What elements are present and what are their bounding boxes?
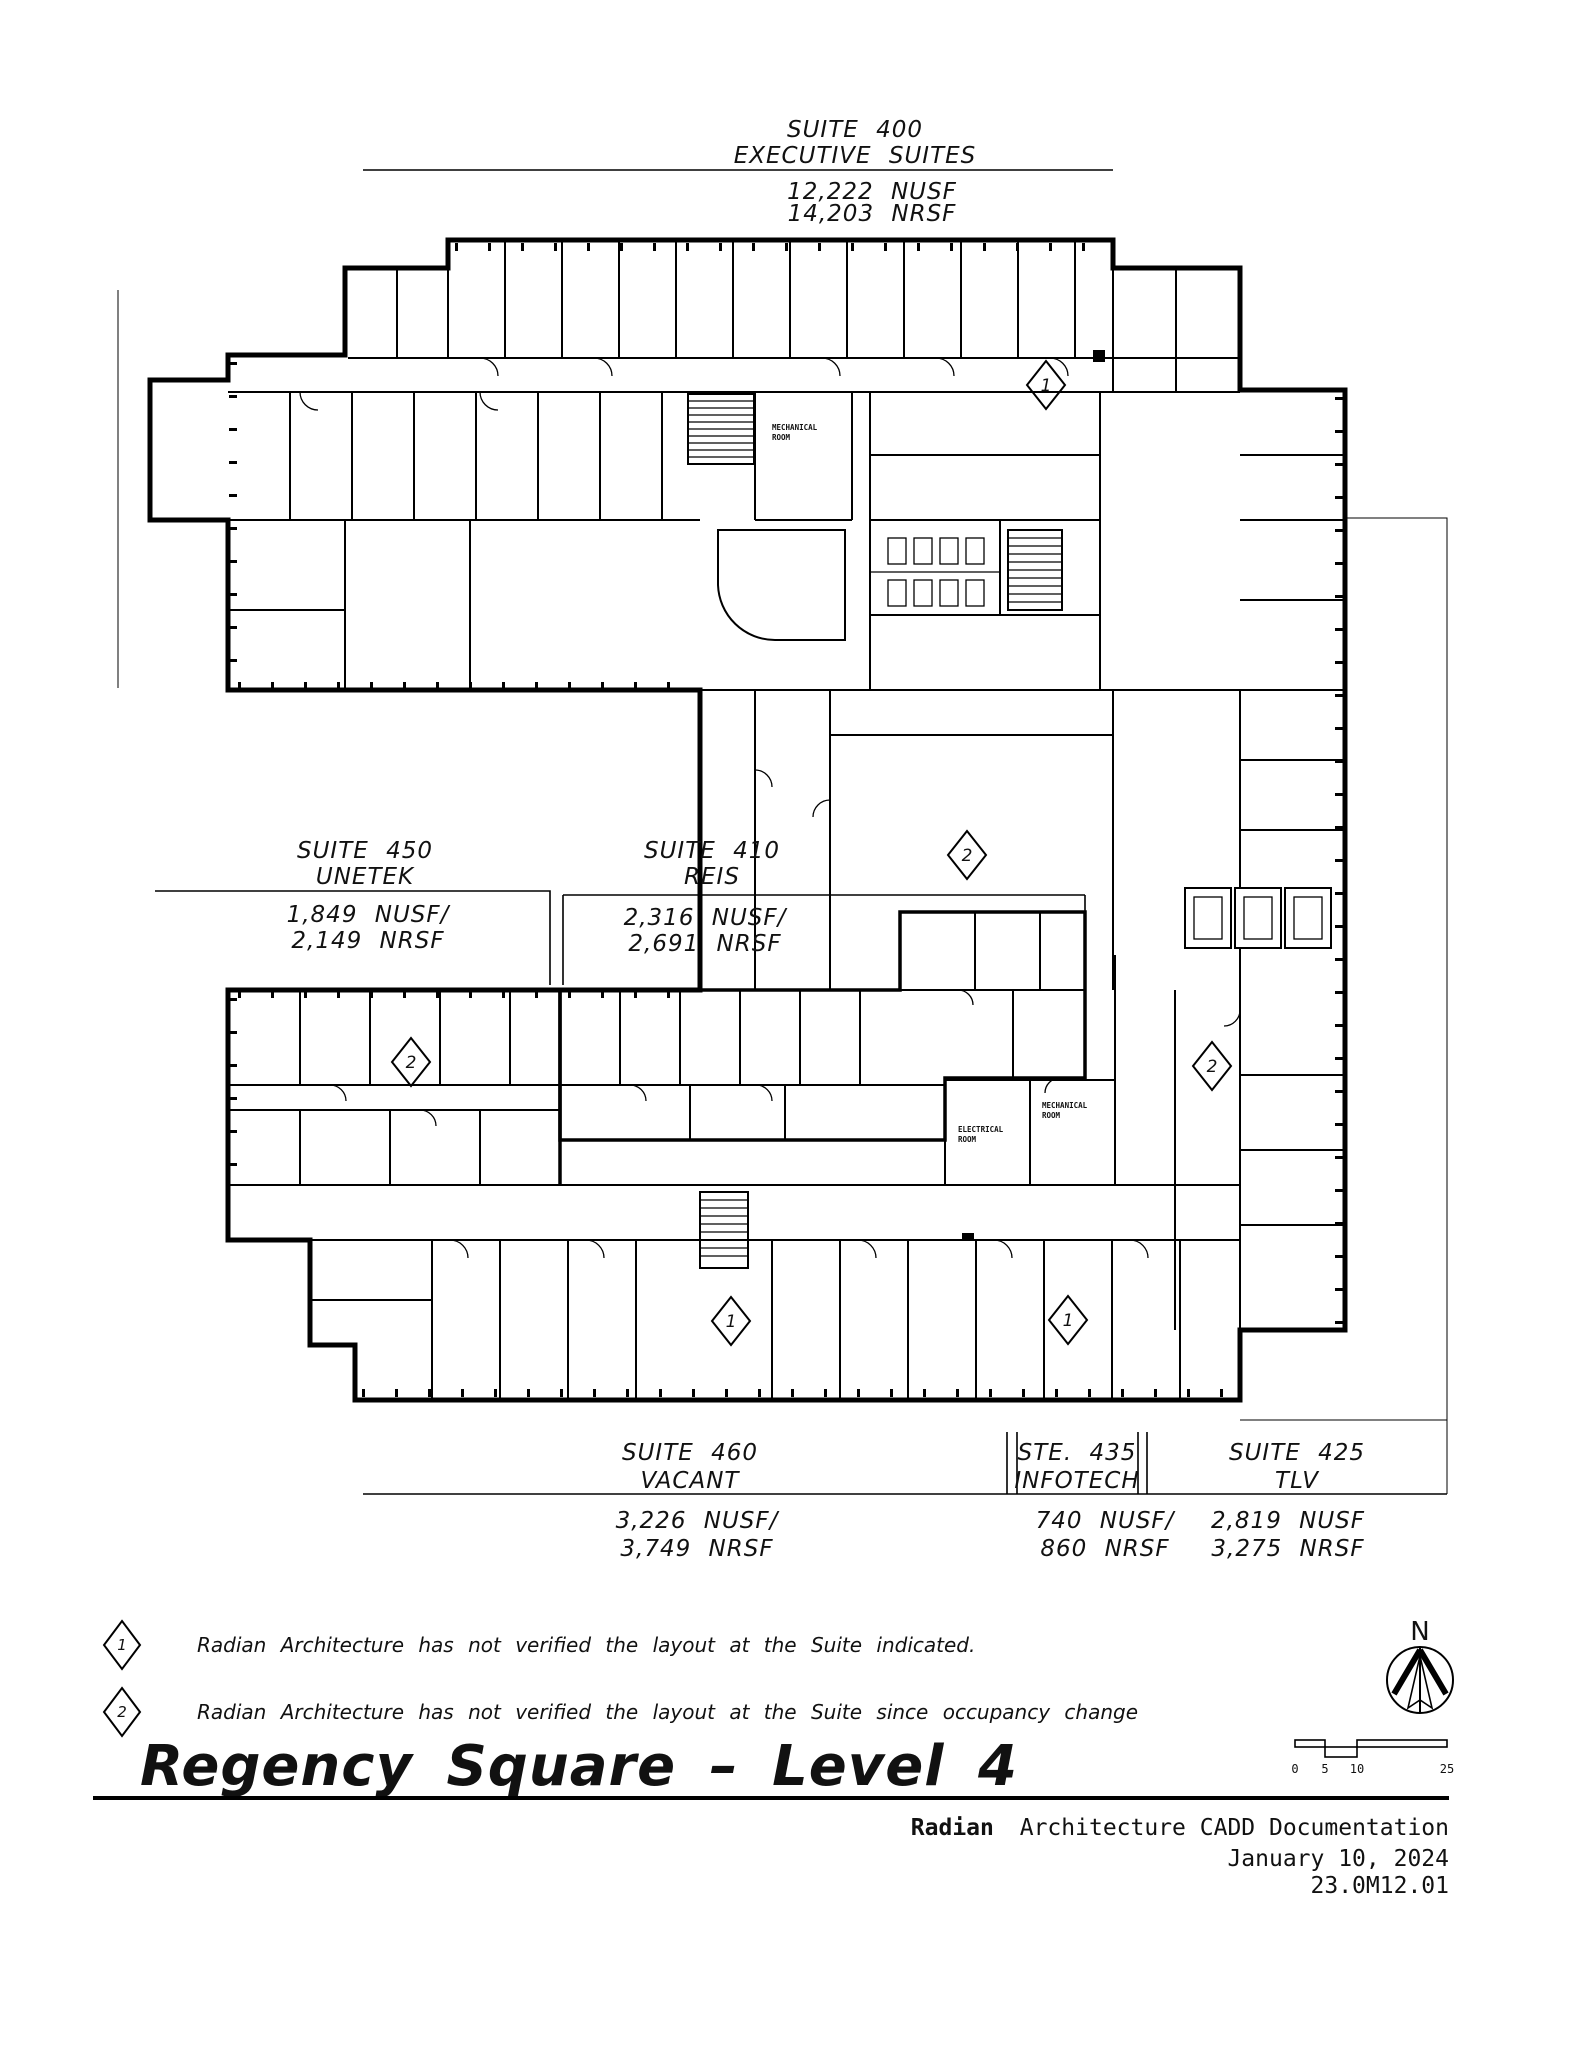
keynote-marker-number: 2	[1207, 1057, 1218, 1077]
keynote-marker-number: 2	[406, 1053, 417, 1073]
keynote-marker-1: 1	[1025, 359, 1067, 411]
suite-410-highlight	[558, 910, 1087, 1142]
suite-435-nrsf: 860 NRSF	[1040, 1536, 1169, 1562]
scale-tick-0: 0	[1291, 1762, 1298, 1776]
suite-425-label: SUITE 425 TLV 2,819 NUSF 3,275 NRSF	[1211, 1440, 1365, 1562]
firm-name: Radian	[911, 1815, 994, 1841]
legend-marker-1: 1	[102, 1619, 142, 1671]
suite-410-highlight-region	[558, 910, 1087, 1142]
suite-425-tenant: TLV	[1275, 1468, 1320, 1494]
scale-tick-10: 10	[1350, 1762, 1364, 1776]
keynote-marker-5: 1	[710, 1295, 752, 1347]
suite-400-tenant: EXECUTIVE SUITES	[734, 143, 977, 169]
suite-410-nrsf: 2,691 NRSF	[628, 931, 781, 957]
suite-435-nusf: 740 NUSF/	[1036, 1508, 1176, 1534]
firm-credit-line: Radian Architecture CADD Documentation	[911, 1815, 1449, 1841]
suite-400-label: SUITE 400 EXECUTIVE SUITES 12,222 NUSF 1…	[734, 117, 977, 227]
suite-410-label: SUITE 410 REIS 2,316 NUSF/ 2,691 NRSF	[624, 838, 788, 957]
suite-400-nrsf: 14,203 NRSF	[788, 201, 957, 227]
keynote-marker-3: 2	[390, 1036, 432, 1088]
legend-marker-number: 2	[117, 1703, 127, 1721]
room-labels: MECHANICAL ROOM ELECTRICAL ROOM MECHANIC…	[772, 423, 1088, 1144]
stair-hatching	[687, 393, 1063, 1269]
keynote-marker-number: 2	[962, 846, 973, 866]
suite-400-nusf: 12,222 NUSF	[787, 179, 957, 205]
window-tick-walls	[229, 243, 1343, 1397]
suite-435-label: STE. 435 INFOTECH 740 NUSF/ 860 NRSF	[1014, 1440, 1176, 1562]
suite-410-name: SUITE 410	[644, 838, 780, 864]
legend-marker-2: 2	[102, 1686, 142, 1738]
sheet-title-block: Regency Square – Level 4	[93, 1734, 1449, 1800]
legend-note-1: Radian Architecture has not verified the…	[197, 1633, 975, 1657]
legend-marker-number: 1	[117, 1636, 127, 1654]
door-swing-arcs	[299, 357, 1241, 1259]
north-label: N	[1410, 1617, 1429, 1647]
firm-credit-rest: Architecture CADD Documentation	[1020, 1815, 1449, 1841]
suite-460-name: SUITE 460	[622, 1440, 758, 1466]
suite-425-name: SUITE 425	[1229, 1440, 1365, 1466]
keynote-legend: 1 Radian Architecture has not verified t…	[102, 1619, 1138, 1738]
mech-room-mid-label-line1: MECHANICAL	[1042, 1101, 1088, 1110]
suite-435-tenant: INFOTECH	[1014, 1468, 1139, 1494]
suite-400-name: SUITE 400	[787, 117, 923, 143]
suite-425-nusf: 2,819 NUSF	[1211, 1508, 1365, 1534]
suite-label-leaders	[155, 169, 1447, 1495]
misc-plan-marks	[962, 350, 1105, 1241]
suite-450-nrsf: 2,149 NRSF	[291, 928, 444, 954]
suite-450-nusf: 1,849 NUSF/	[287, 902, 451, 928]
suite-450-tenant: UNETEK	[316, 864, 415, 890]
suite-460-nusf: 3,226 NUSF/	[616, 1508, 780, 1534]
keynote-marker-4: 2	[1191, 1040, 1233, 1092]
elevator-bank	[1184, 887, 1332, 949]
scale-tick-25: 25	[1440, 1762, 1454, 1776]
suite-435-name: STE. 435	[1018, 1440, 1137, 1466]
title-block-text: Radian Architecture CADD Documentation J…	[911, 1815, 1449, 1899]
scale-bar: 0 5 10 25	[1291, 1739, 1454, 1776]
lease-boundary-lines	[117, 290, 1448, 1494]
suite-460-tenant: VACANT	[641, 1468, 741, 1494]
restroom-fixtures	[870, 537, 1000, 607]
suite-450-label: SUITE 450 UNETEK 1,849 NUSF/ 2,149 NRSF	[287, 838, 451, 954]
north-arrow: N	[1386, 1617, 1454, 1714]
suite-460-nrsf: 3,749 NRSF	[620, 1536, 773, 1562]
mech-room-top-label-line1: MECHANICAL	[772, 423, 818, 432]
sheet-title: Regency Square – Level 4	[140, 1734, 1018, 1799]
suite-450-name: SUITE 450	[297, 838, 433, 864]
issue-date: January 10, 2024	[1227, 1846, 1449, 1872]
keynote-marker-number: 1	[1041, 376, 1052, 396]
keynote-marker-number: 1	[1063, 1311, 1074, 1331]
electrical-room-label-line1: ELECTRICAL	[958, 1125, 1004, 1134]
electrical-room-label-line2: ROOM	[958, 1135, 977, 1144]
keynote-marker-number: 1	[726, 1312, 737, 1332]
keynote-marker-2: 2	[946, 829, 988, 881]
project-number: 23.0M12.01	[1311, 1873, 1449, 1899]
suite-410-tenant: REIS	[684, 864, 740, 890]
suite-460-label: SUITE 460 VACANT 3,226 NUSF/ 3,749 NRSF	[616, 1440, 780, 1562]
legend-note-2: Radian Architecture has not verified the…	[197, 1700, 1138, 1724]
mech-room-mid-label-line2: ROOM	[1042, 1111, 1061, 1120]
keynote-markers: 1 2 2 2 1 1	[390, 359, 1233, 1347]
suite-425-nrsf: 3,275 NRSF	[1211, 1536, 1364, 1562]
interior-walls	[228, 240, 1345, 1400]
suite-410-nusf: 2,316 NUSF/	[624, 905, 788, 931]
mech-room-top-label-line2: ROOM	[772, 433, 791, 442]
scale-tick-5: 5	[1321, 1762, 1328, 1776]
keynote-marker-6: 1	[1047, 1294, 1089, 1346]
